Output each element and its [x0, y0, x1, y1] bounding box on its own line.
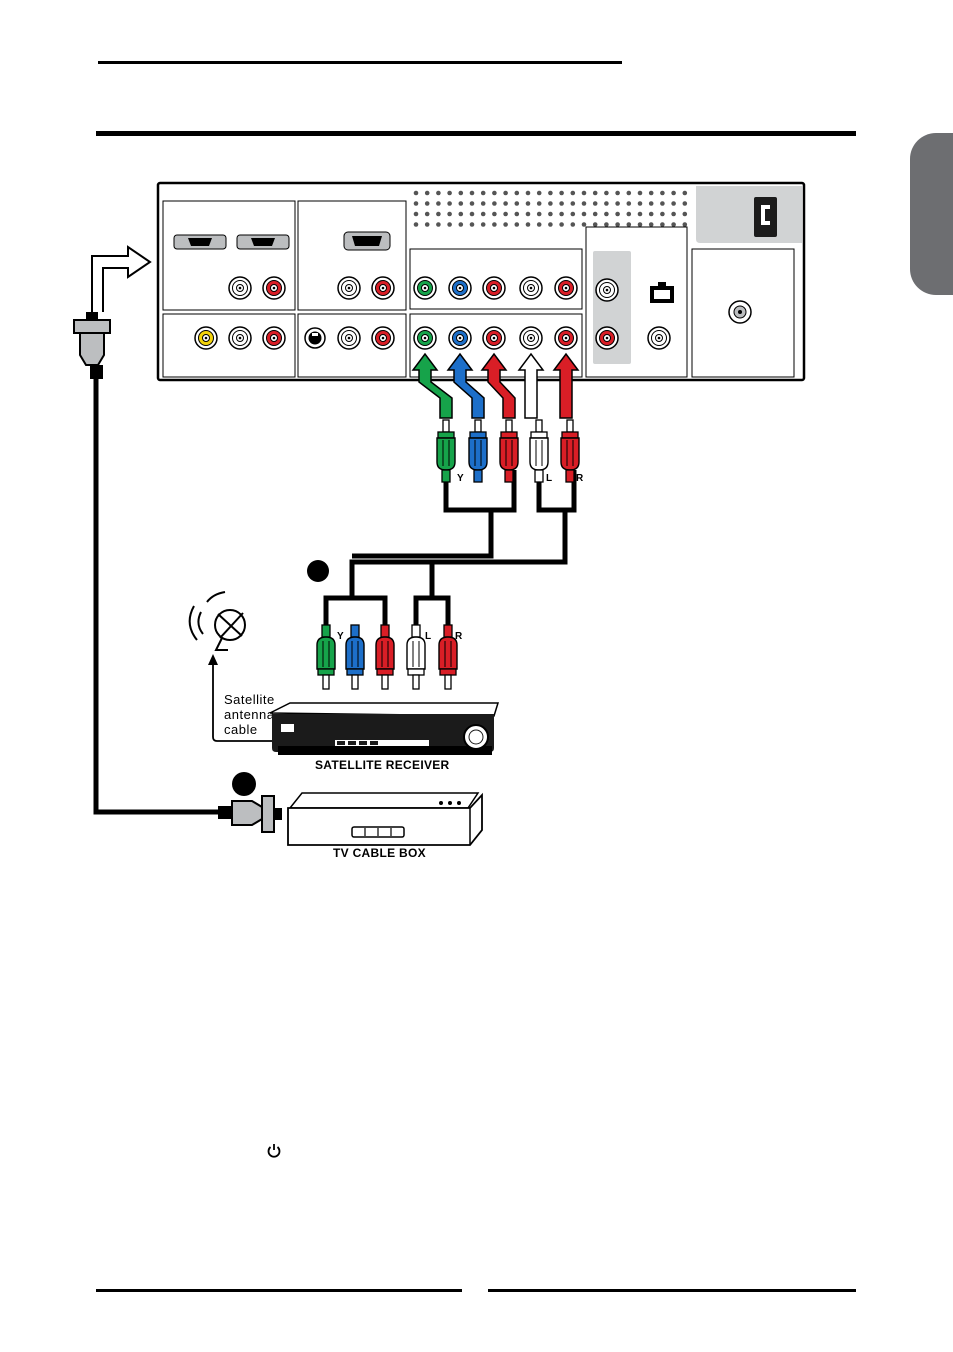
tv-back-panel: [158, 183, 804, 380]
red-rca-jack: [555, 327, 577, 349]
top-r-label: R: [576, 473, 584, 484]
red-rca-jack: [483, 277, 505, 299]
blue-rca-jack: [449, 277, 471, 299]
component-cable-bundle: [317, 354, 579, 689]
vga-port: [344, 232, 390, 250]
footer-rule-right: [488, 1289, 856, 1292]
satellite-dish-icon: [190, 592, 245, 650]
white-rca-jack: [520, 327, 542, 349]
footer-rule-left: [96, 1289, 462, 1292]
satellite-receiver: [270, 703, 498, 755]
hdmi-port-1: [174, 235, 226, 249]
bottom-y-label: Y: [337, 631, 344, 642]
tv-cable-box: [288, 793, 482, 845]
tv-cable-box-label: TV CABLE BOX: [333, 846, 426, 860]
yellow-rca-jack: [195, 327, 217, 349]
step-bullet-2: [232, 772, 256, 796]
satellite-receiver-label: SATELLITE RECEIVER: [315, 758, 450, 772]
hdmi-port-2: [237, 235, 289, 249]
red-rca-jack: [555, 277, 577, 299]
step-bullet-1: [307, 560, 329, 582]
green-rca-jack: [414, 327, 436, 349]
red-rca-jack: [372, 327, 394, 349]
satellite-cable-arrow: [208, 654, 218, 665]
red-rca-jack: [263, 327, 285, 349]
white-rca-jack: [648, 327, 670, 349]
svideo-port: [305, 328, 325, 348]
bottom-r-label: R: [455, 631, 463, 642]
satellite-cable-label-1: Satellite: [224, 692, 275, 707]
power-socket: [754, 197, 777, 237]
green-rca-jack: [414, 277, 436, 299]
white-rca-jack: [338, 277, 360, 299]
power-icon: [269, 1144, 280, 1157]
blue-rca-plug-tv-side: [469, 420, 487, 482]
green-rca-plug-device-side: [317, 625, 335, 689]
white-rca-jack: [229, 277, 251, 299]
satellite-cable-label-3: cable: [224, 722, 258, 737]
red-rca-jack: [596, 327, 618, 349]
top-y-label: Y: [457, 473, 464, 484]
green-rca-plug-tv-side: [437, 420, 455, 482]
blue-rca-jack: [449, 327, 471, 349]
blue-rca-plug-device-side: [346, 625, 364, 689]
red-rca-plug-device-side: [376, 625, 394, 689]
red-rca-jack: [372, 277, 394, 299]
white-rca-jack: [338, 327, 360, 349]
red-rca-jack: [263, 277, 285, 299]
white-rca-jack: [596, 279, 618, 301]
white-rca-plug-device-side: [407, 625, 425, 689]
red-rca-jack: [483, 327, 505, 349]
white-rca-jack: [520, 277, 542, 299]
satellite-cable-label-2: antenna: [224, 707, 275, 722]
top-l-label: L: [546, 473, 552, 484]
white-rca-jack: [229, 327, 251, 349]
antenna-port: [729, 301, 751, 323]
bottom-l-label: L: [425, 631, 431, 642]
